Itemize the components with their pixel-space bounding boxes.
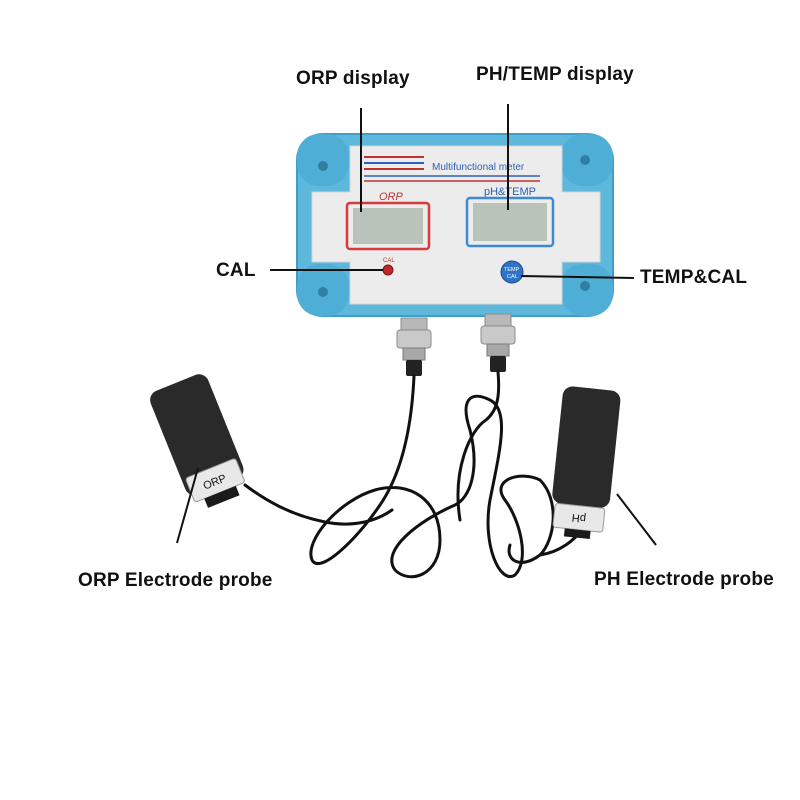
orp-display: ORP — [345, 191, 431, 251]
callout-ph-electrode-probe: PH Electrode probe — [594, 569, 774, 590]
cal-button-label: CAL — [383, 258, 395, 264]
screw-icon — [580, 155, 590, 165]
temp-cal-button[interactable]: TEMP CAL — [500, 260, 524, 284]
ph-bnc-connector — [480, 313, 516, 372]
orp-screen-label: ORP — [379, 191, 404, 203]
leader-temp-cal — [520, 275, 635, 279]
ph-temp-screen-label: pH&TEMP — [484, 186, 536, 198]
temp-button-label-top: TEMP — [504, 267, 520, 273]
ph-temp-display: pH&TEMP — [465, 186, 555, 248]
screw-icon — [580, 281, 590, 291]
meter-face-panel: Multifunctional meter — [311, 145, 601, 305]
screw-icon — [318, 287, 328, 297]
screw-icon — [318, 161, 328, 171]
ph-electrode-probe: pH — [552, 386, 621, 540]
orp-bnc-connector — [396, 317, 432, 376]
leader-orp-probe — [176, 467, 199, 544]
temp-button-label-bottom: CAL — [507, 274, 518, 280]
brand-text: Multifunctional meter — [432, 162, 525, 173]
callout-cal: CAL — [216, 260, 256, 281]
probe-cables — [243, 370, 585, 579]
callout-orp-display: ORP display — [296, 68, 410, 89]
ph-probe-cap-label: pH — [571, 511, 586, 524]
orp-electrode-probe: ORP — [150, 374, 245, 508]
cal-button[interactable]: CAL — [382, 258, 395, 276]
callout-ph-temp-display: PH/TEMP display — [476, 64, 634, 85]
callout-orp-electrode-probe: ORP Electrode probe — [78, 570, 273, 591]
leader-ph-probe — [616, 493, 657, 546]
callout-leader-lines — [176, 104, 657, 546]
callout-temp-cal: TEMP&CAL — [640, 267, 748, 288]
